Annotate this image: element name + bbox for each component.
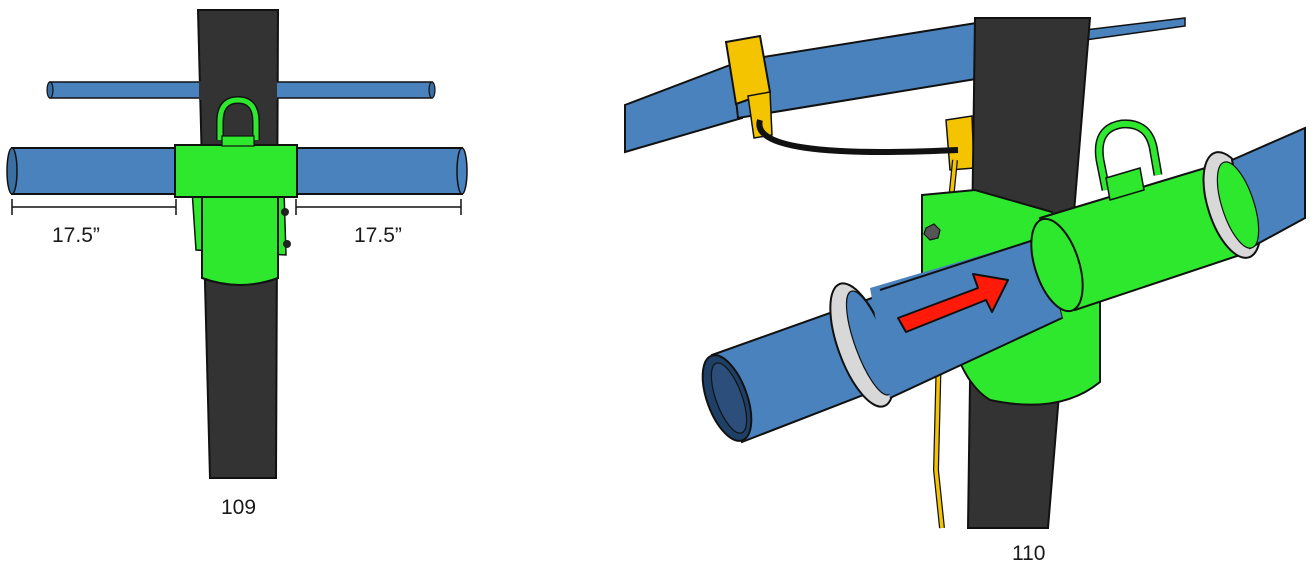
dimension-right-label: 17.5” xyxy=(354,224,402,247)
rear-crossbar xyxy=(624,17,1186,154)
bolt-head xyxy=(281,208,289,216)
figure-label-110: 110 xyxy=(1012,542,1045,565)
dimension-left-label: 17.5” xyxy=(52,224,100,247)
bracket-sleeve xyxy=(174,144,298,198)
figure-label-109: 109 xyxy=(221,496,256,519)
yellow-tee-fitting xyxy=(724,34,975,171)
dimension-left: 17.5” xyxy=(11,199,177,247)
bracket-tee xyxy=(201,189,279,286)
d-ring-icon xyxy=(1094,119,1163,201)
dimension-right: 17.5” xyxy=(295,199,462,247)
bolt-head xyxy=(923,223,941,241)
figure-109: 17.5” 17.5” 109 xyxy=(6,9,468,519)
d-ring-icon xyxy=(216,95,260,147)
figure-110: 110 xyxy=(624,17,1306,565)
bolt-head xyxy=(283,240,291,248)
red-arrow-icon xyxy=(897,273,1009,333)
